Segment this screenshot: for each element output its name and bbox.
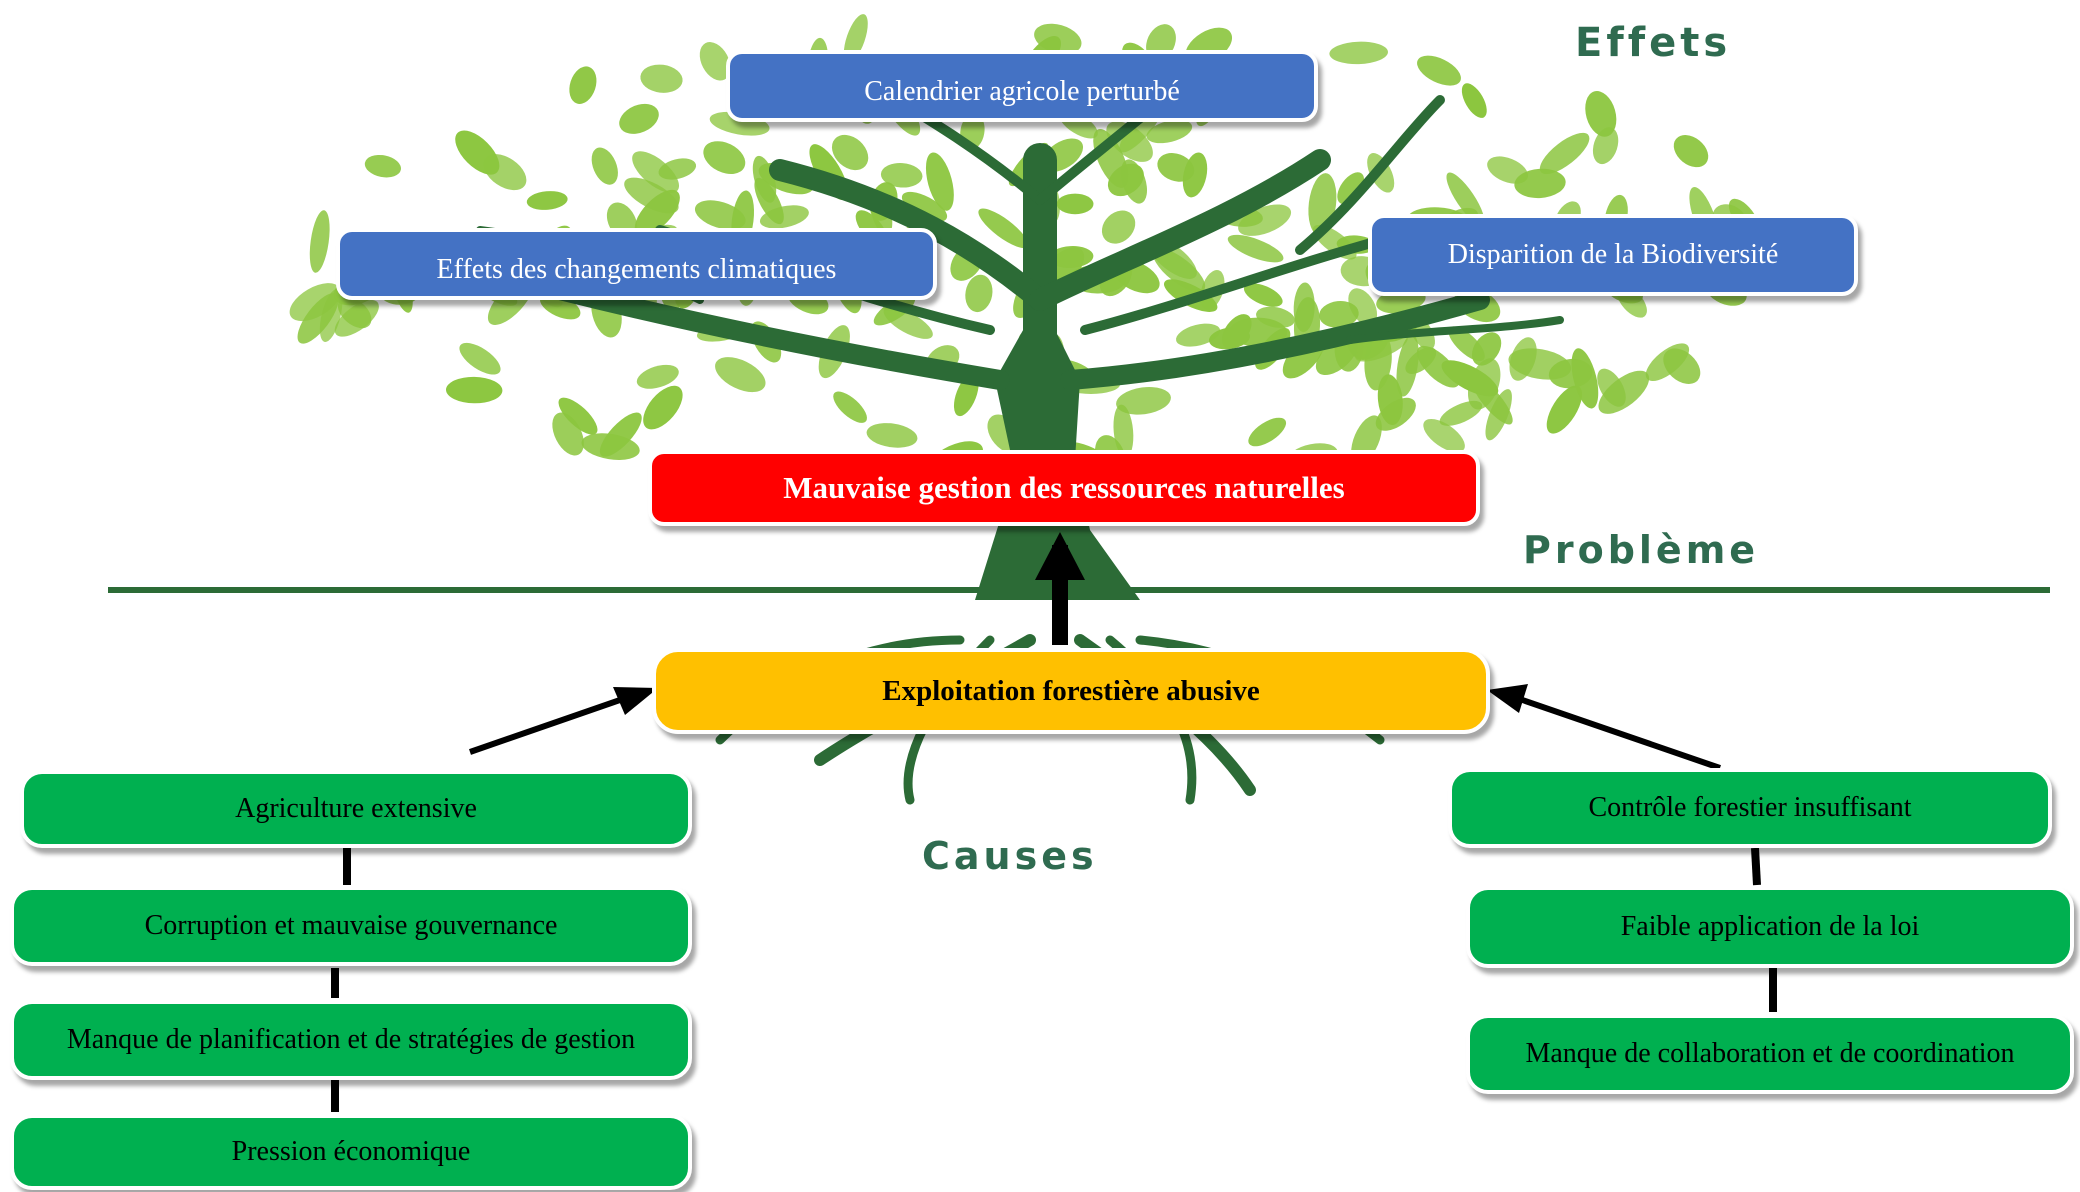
leaf <box>833 391 867 423</box>
leaf <box>309 210 330 273</box>
leaf <box>459 342 501 375</box>
leaf <box>1417 55 1461 86</box>
leaf <box>715 357 766 393</box>
leaf <box>569 66 597 104</box>
leaf <box>831 134 869 171</box>
leaf <box>901 191 948 222</box>
leaf <box>1663 348 1701 384</box>
leaf <box>1034 23 1082 55</box>
leaf <box>558 397 598 435</box>
leaf <box>552 412 584 456</box>
leaf <box>1423 418 1465 453</box>
effect-biodiversity: Disparition de la Biodiversité <box>1368 214 1858 296</box>
leaf <box>1446 172 1485 226</box>
leaf <box>1546 385 1583 434</box>
leaf <box>699 42 731 81</box>
leaf <box>1056 193 1094 215</box>
leaf <box>925 152 954 211</box>
leaf <box>1471 332 1502 366</box>
leaf <box>1227 234 1284 263</box>
leaf <box>632 151 680 193</box>
leaf <box>1592 127 1619 165</box>
cause-connectors <box>331 847 1777 1112</box>
leaf <box>526 191 568 210</box>
leaf <box>619 103 659 134</box>
cause-right-2: Faible application de la loi <box>1466 886 2074 968</box>
leaf <box>1439 400 1483 426</box>
leaf <box>643 385 683 430</box>
leaf <box>364 154 401 178</box>
leaf <box>1329 41 1388 65</box>
leaf <box>1487 156 1529 184</box>
leaf <box>1176 323 1221 347</box>
leaf <box>1514 168 1566 199</box>
effect-calendar: Calendrier agricole perturbé <box>726 50 1318 122</box>
effect-climate: Effets des changements climatiques <box>336 228 937 300</box>
leaf <box>1598 370 1650 414</box>
leaf <box>1348 288 1378 326</box>
leaf <box>1485 389 1512 441</box>
leaf <box>1243 283 1283 307</box>
leaf <box>446 376 503 404</box>
leaf <box>1113 404 1134 458</box>
leaf <box>703 141 746 175</box>
leaf <box>1101 210 1136 244</box>
leaf <box>636 364 679 389</box>
leaf <box>978 208 1029 249</box>
leaf <box>1585 91 1617 137</box>
leaf <box>1375 397 1416 431</box>
cause-left-2: Corruption et mauvaise gouvernance <box>10 886 692 966</box>
leaf <box>1319 301 1359 328</box>
leaf <box>658 158 697 180</box>
leaf <box>866 423 918 448</box>
cause-left-3: Manque de planification et de stratégies… <box>10 1000 692 1080</box>
cause-right-1: Contrôle forestier insuffisant <box>1448 768 2052 848</box>
leaf <box>319 289 343 342</box>
leaf <box>1157 153 1195 182</box>
leaf <box>1355 334 1408 362</box>
effects-label: Effets <box>1575 20 1732 66</box>
cause-right-3: Manque de collaboration et de coordinati… <box>1466 1014 2074 1094</box>
leaf <box>599 412 642 457</box>
leaf <box>754 177 784 225</box>
leaf <box>455 130 500 175</box>
leaf <box>640 64 683 93</box>
leaf <box>1571 348 1599 409</box>
leaf <box>965 274 993 313</box>
leaf <box>1337 172 1365 205</box>
main-cause: Exploitation forestière abusive <box>652 648 1490 734</box>
leaf <box>289 283 341 322</box>
leaf <box>1146 119 1193 144</box>
leaf <box>1248 417 1287 447</box>
cause-left-4: Pression économique <box>10 1114 692 1190</box>
leaf <box>591 147 618 185</box>
arrows <box>469 532 1721 771</box>
leaf <box>1048 246 1094 268</box>
leaf <box>1539 132 1590 175</box>
cause-left-1: Agriculture extensive <box>20 770 692 848</box>
leaf <box>1221 314 1252 349</box>
leaf <box>1673 135 1709 168</box>
leaf <box>880 163 923 188</box>
leaf <box>624 177 679 214</box>
problem-label: Problème <box>1523 528 1760 572</box>
leaf <box>1467 358 1501 410</box>
causes-label: Causes <box>922 834 1098 878</box>
leaf <box>1461 83 1487 118</box>
core-problem: Mauvaise gestion des ressources naturell… <box>648 450 1480 526</box>
leaf <box>1116 386 1171 415</box>
